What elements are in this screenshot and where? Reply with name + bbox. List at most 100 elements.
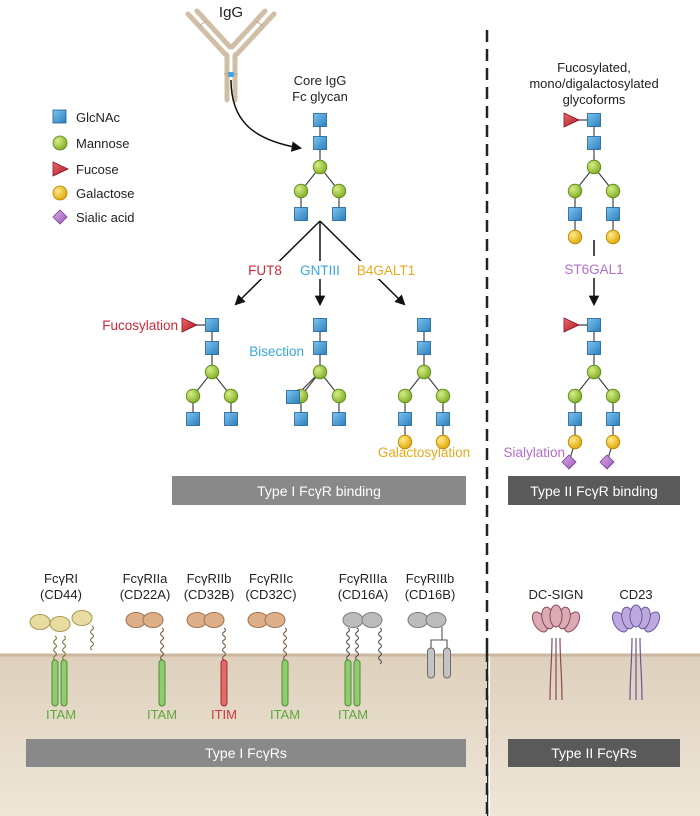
glcnac-icon xyxy=(313,136,327,150)
glcnac-icon xyxy=(313,318,327,332)
ig-domain xyxy=(49,616,71,632)
glcnac-icon xyxy=(205,318,219,332)
fucose-icon xyxy=(181,317,198,333)
glcnac-icon xyxy=(568,207,582,221)
receptor-fcgri-cd: (CD44) xyxy=(40,587,82,602)
fucosylated-glycan xyxy=(181,317,239,426)
igg-label: IgG xyxy=(219,4,243,21)
glycan-site-marker xyxy=(228,72,234,77)
galactose-icon xyxy=(605,434,621,450)
motif-fcgriib: ITIM xyxy=(211,707,237,722)
mannose-icon xyxy=(331,388,347,404)
ig-domain xyxy=(425,612,447,628)
galactose-icon xyxy=(567,229,583,245)
receptor-cd23-name: CD23 xyxy=(619,587,652,602)
transmembrane-domain xyxy=(427,647,435,679)
receptor-fcgri xyxy=(29,610,95,707)
transmembrane-domain xyxy=(158,659,166,707)
legend: GlcNAc Mannose Fucose Galactose Sialic a… xyxy=(52,109,135,225)
mannose-icon xyxy=(605,388,621,404)
mannose-icon xyxy=(586,364,602,380)
ig-domain xyxy=(407,612,429,628)
galactose-icon xyxy=(435,434,451,450)
modification-bisection: Bisection xyxy=(249,344,304,359)
receptor-fcgriib-name: FcγRIIb xyxy=(187,571,232,586)
bisected-glycan xyxy=(286,318,347,426)
modification-sialylation: Sialylation xyxy=(503,445,565,460)
glcnac-icon xyxy=(294,207,308,221)
type1-receptors-label: Type I FcγRs xyxy=(205,745,287,761)
transmembrane-domain xyxy=(60,659,68,707)
glcnac-icon xyxy=(332,412,346,426)
mannose-icon xyxy=(312,159,328,175)
ig-domain xyxy=(361,612,383,628)
mannose-icon xyxy=(416,364,432,380)
receptor-fcgriic-name: FcγRIIc xyxy=(249,571,294,586)
glcnac-icon xyxy=(294,412,308,426)
type2-receptors-label: Type II FcγRs xyxy=(551,745,637,761)
type1-receptors-bar xyxy=(26,739,466,767)
glcnac-icon xyxy=(398,412,412,426)
glycan-structures xyxy=(181,112,621,470)
galactose-icon xyxy=(567,434,583,450)
receptor-fcgriiia-cd: (CD16A) xyxy=(338,587,389,602)
receptor-fcgriia-cd: (CD22A) xyxy=(120,587,171,602)
receptor-fcgriia-name: FcγRIIa xyxy=(123,571,169,586)
glcnac-icon xyxy=(286,390,300,404)
glcnac-icon xyxy=(606,207,620,221)
glcnac-icon xyxy=(606,412,620,426)
fucose-icon xyxy=(52,161,69,177)
ig-domain xyxy=(342,612,364,628)
receptor-dc-sign xyxy=(531,604,581,701)
mannose-icon xyxy=(586,159,602,175)
receptor-fcgriib xyxy=(186,612,228,707)
glcnac-icon xyxy=(568,412,582,426)
sialic-acid-icon xyxy=(52,209,68,225)
ig-domain xyxy=(142,612,164,628)
ig-domain xyxy=(29,614,51,630)
transmembrane-domain xyxy=(344,659,352,707)
glcnac-icon xyxy=(224,412,238,426)
glcnac-icon xyxy=(417,341,431,355)
glcnac-icon xyxy=(436,412,450,426)
transmembrane-domain xyxy=(353,659,361,707)
glcnac-icon xyxy=(587,136,601,150)
receptor-fcgriiib xyxy=(407,612,451,679)
fucose-icon xyxy=(563,112,580,128)
cell-membrane-type1 xyxy=(0,654,487,816)
glcnac-icon xyxy=(332,207,346,221)
mannose-icon xyxy=(204,364,220,380)
mannose-icon xyxy=(52,135,68,151)
transmembrane-domain xyxy=(443,647,451,679)
receptor-fcgriia xyxy=(125,612,166,707)
enzyme-st6gal1: ST6GAL1 xyxy=(564,262,623,277)
glcnac-icon xyxy=(587,318,601,332)
galactose-icon xyxy=(52,185,68,201)
mannose-icon xyxy=(605,183,621,199)
mannose-icon xyxy=(312,364,328,380)
transmembrane-domain xyxy=(51,659,59,707)
legend-label-sialic-acid: Sialic acid xyxy=(76,210,135,225)
ig-domain xyxy=(71,610,93,626)
type2-binding-bar xyxy=(508,476,680,505)
motif-fcgriic: ITAM xyxy=(270,707,300,722)
mannose-icon xyxy=(223,388,239,404)
receptor-fcgriic xyxy=(247,612,289,707)
glcnac-icon xyxy=(313,113,327,127)
transmembrane-domain xyxy=(220,659,228,707)
mannose-icon xyxy=(185,388,201,404)
type1-binding-label: Type I FcγR binding xyxy=(257,483,381,499)
glcnac-icon xyxy=(205,341,219,355)
sialic-acid-icon xyxy=(561,454,577,470)
cell-membrane-type2 xyxy=(490,654,700,816)
type2-glycoforms-label-line1: Fucosylated, xyxy=(557,60,631,75)
sialic-acid-icon xyxy=(599,454,615,470)
lectin-domain xyxy=(629,604,643,628)
glcnac-icon xyxy=(186,412,200,426)
transmembrane-domain xyxy=(281,659,289,707)
igg-antibody: IgG xyxy=(185,4,303,152)
core-glycan xyxy=(293,113,347,221)
mannose-icon xyxy=(567,183,583,199)
fucose-icon xyxy=(563,317,580,333)
